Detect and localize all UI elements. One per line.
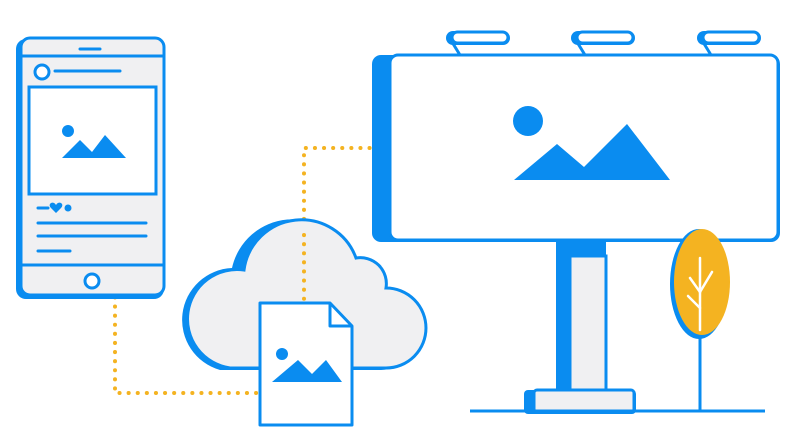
tree [670, 229, 730, 410]
smartphone [16, 36, 166, 299]
image-file [258, 301, 354, 427]
post-image-icon [62, 125, 126, 158]
cloud-body [186, 218, 428, 370]
file-corner-fold [328, 303, 352, 328]
billboard-light-2 [571, 30, 635, 56]
tree-leaf-veins [686, 256, 714, 332]
phone-home-button [83, 272, 101, 290]
post-image-frame [27, 85, 158, 196]
heart-icon [49, 202, 63, 213]
billboard-lights [446, 30, 761, 56]
comment-icon [64, 204, 72, 212]
post-reactions [36, 202, 72, 213]
billboard-image-icon [513, 106, 670, 180]
billboard [372, 30, 780, 414]
billboard-light-1 [446, 30, 510, 56]
cloud [182, 218, 428, 370]
tree-crown [674, 229, 730, 335]
billboard-light-3 [697, 30, 761, 56]
post-avatar-icon [33, 63, 51, 81]
billboard-board-face [388, 53, 780, 242]
file-sheet [258, 301, 354, 427]
file-image-icon [272, 348, 342, 382]
post-text-lines [36, 221, 148, 253]
billboard-post [524, 238, 636, 414]
